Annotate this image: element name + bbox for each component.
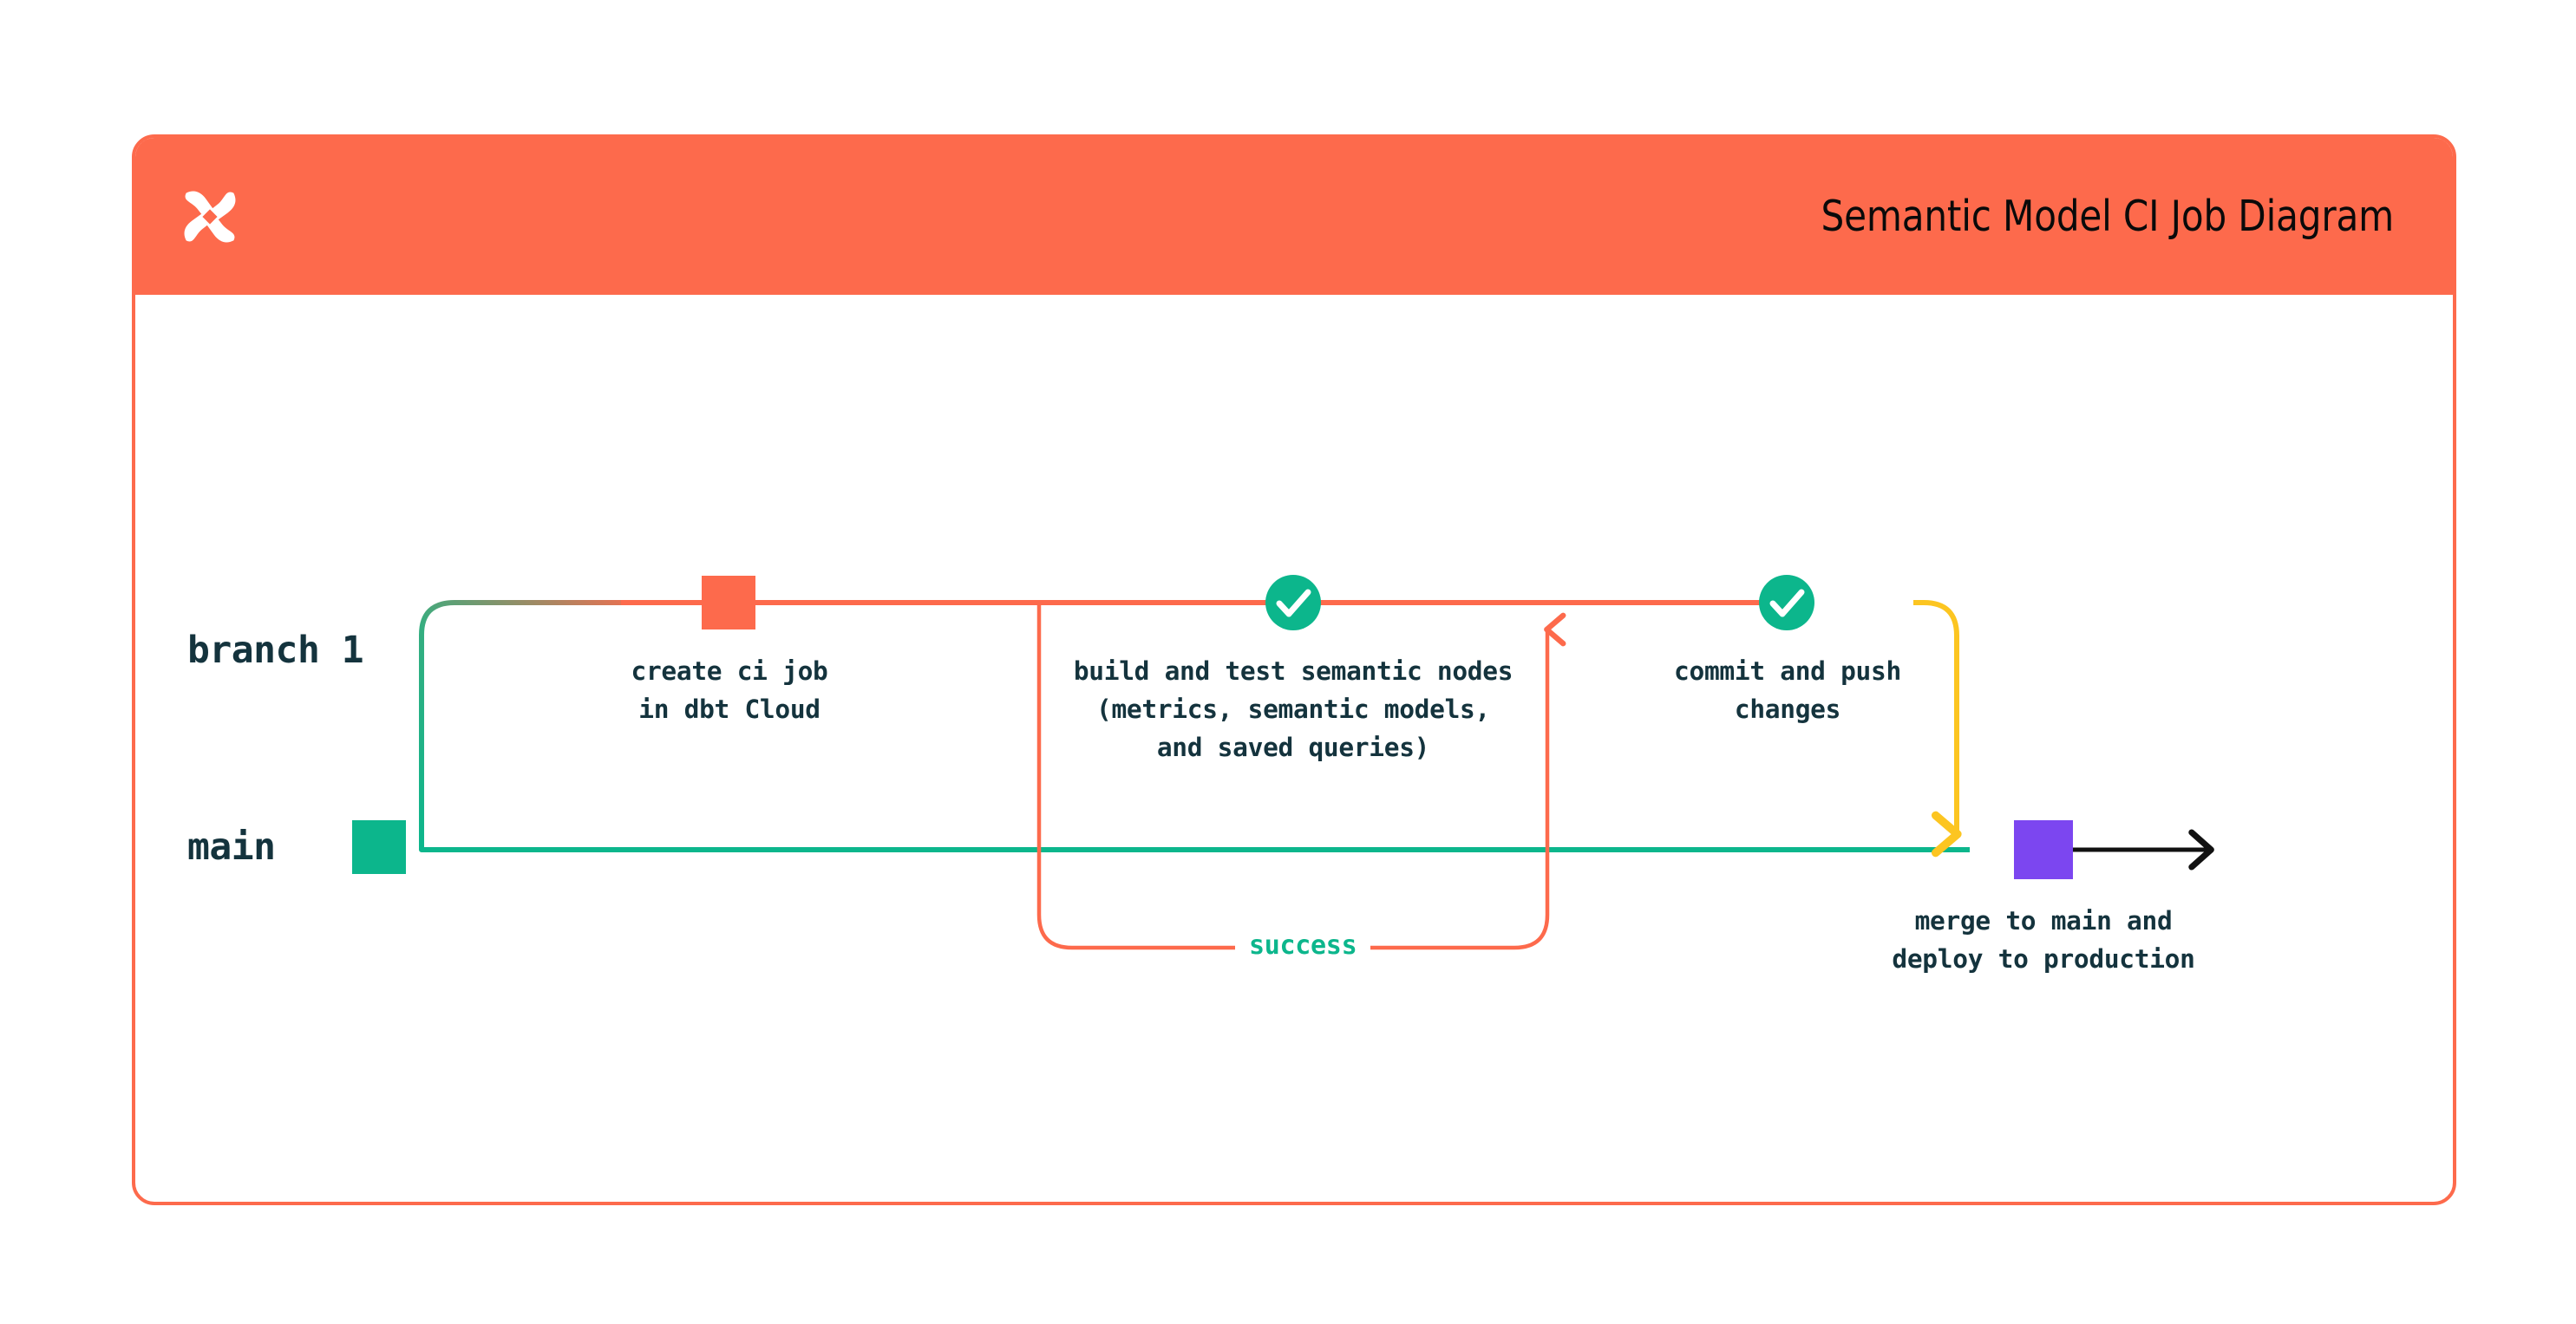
card-header: Semantic Model CI Job Diagram	[135, 138, 2453, 295]
node-marker-create-ci-job	[702, 576, 755, 629]
diagram-body: branch 1 main create ci job in dbt Cloud…	[135, 295, 2453, 1202]
merge-edge	[1913, 600, 1962, 858]
diagram-card: Semantic Model CI Job Diagram	[132, 134, 2456, 1205]
loop-label-success: success	[1235, 930, 1371, 961]
node-marker-build-and-test	[1265, 575, 1321, 630]
lane-label-branch-1: branch 1	[187, 629, 364, 672]
dbt-logo-icon	[177, 184, 243, 250]
node-caption-commit-and-push: commit and push changes	[1674, 656, 1901, 724]
node-marker-merge-to-main	[2014, 820, 2073, 879]
lane-label-main: main	[187, 825, 276, 869]
branch-off-edge	[419, 600, 658, 852]
git-graph	[352, 575, 2214, 950]
node-caption-build-and-test: build and test semantic nodes (metrics, …	[1073, 656, 1514, 762]
node-marker-main-start	[352, 820, 406, 874]
node-caption-merge-to-main: merge to main and deploy to production	[1892, 906, 2195, 974]
node-caption-create-ci-job: create ci job in dbt Cloud	[631, 656, 828, 724]
node-marker-commit-and-push	[1759, 575, 1814, 630]
page-title: Semantic Model CI Job Diagram	[1821, 192, 2394, 241]
